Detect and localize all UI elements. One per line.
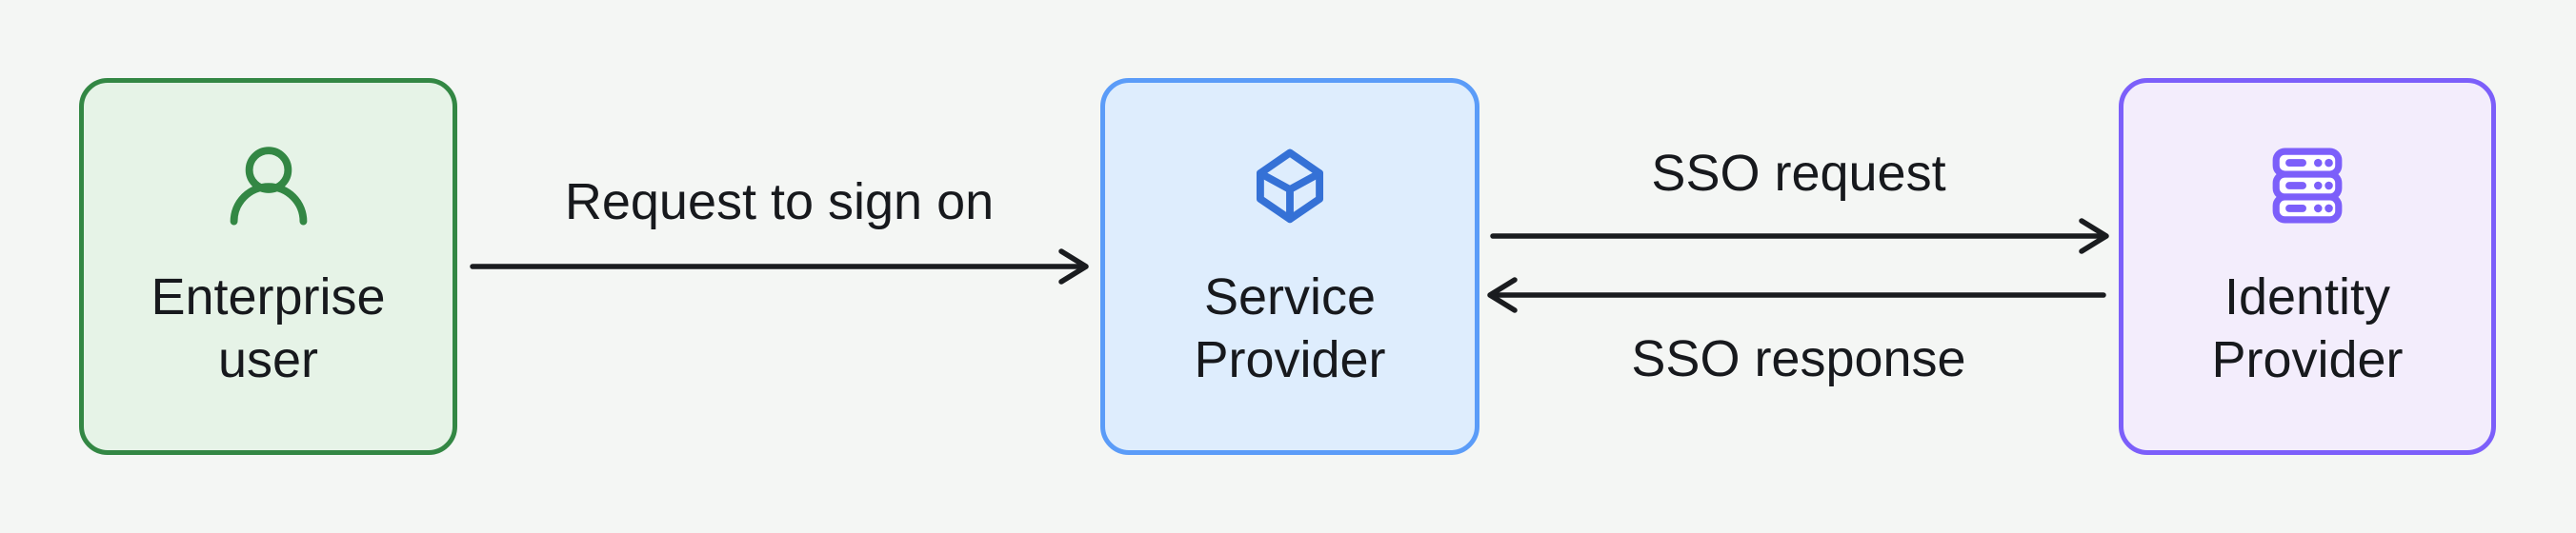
node-label-service-provider: Service Provider bbox=[1194, 268, 1386, 388]
server-icon bbox=[2268, 142, 2346, 229]
node-label-identity-provider: Identity Provider bbox=[2211, 268, 2404, 388]
edge-label-sso-request: SSO request bbox=[1651, 145, 1946, 202]
user-icon bbox=[224, 142, 313, 229]
node-label-enterprise-user: Enterprise user bbox=[151, 268, 386, 388]
edge-label-request-to-sign-on: Request to sign on bbox=[564, 173, 995, 230]
arrow-sso-response bbox=[1487, 277, 2106, 313]
cube-icon bbox=[1251, 142, 1329, 229]
arrow-request-to-sign-on bbox=[470, 248, 1089, 285]
node-service-provider: Service Provider bbox=[1100, 78, 1479, 455]
edge-label-sso-response: SSO response bbox=[1631, 330, 1966, 387]
node-identity-provider: Identity Provider bbox=[2119, 78, 2496, 455]
node-enterprise-user: Enterprise user bbox=[79, 78, 457, 455]
arrow-sso-request bbox=[1490, 218, 2109, 254]
